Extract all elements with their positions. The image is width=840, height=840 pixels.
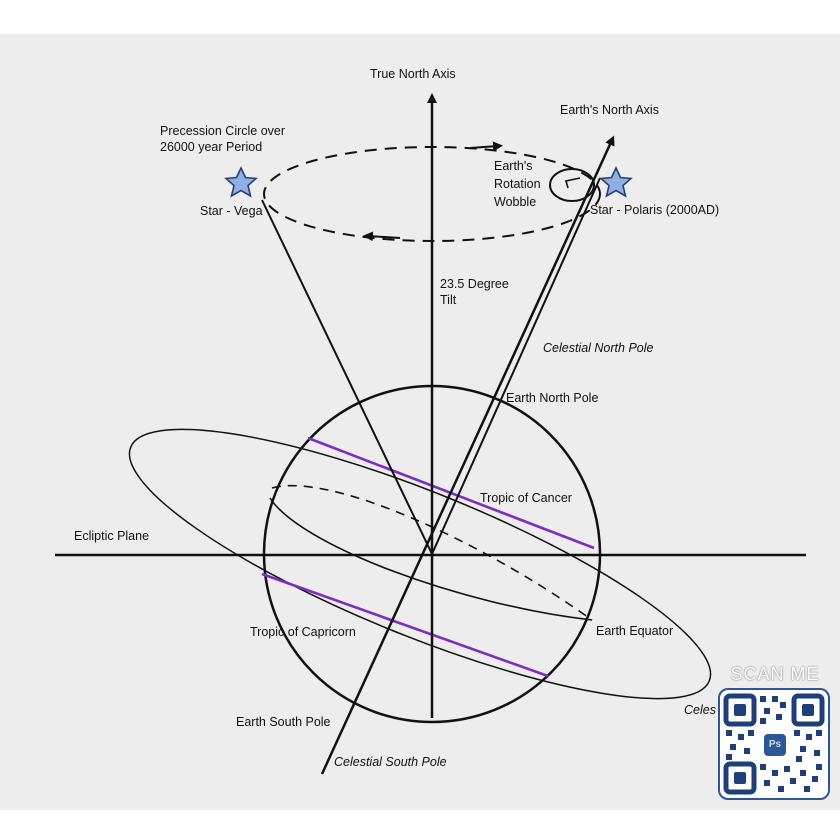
precession-circle [263, 146, 601, 242]
label-earth-south-pole: Earth South Pole [236, 715, 331, 729]
label-precession-1: Precession Circle over [160, 124, 285, 138]
qr-overlay[interactable]: SCAN ME [716, 664, 834, 804]
earth-tilted-axis [320, 135, 615, 775]
star-icon [224, 166, 258, 198]
cone-line-right [431, 177, 601, 555]
label-celestial-cut: Celes [684, 703, 716, 717]
label-star-vega: Star - Vega [200, 204, 263, 218]
wobble-arrow [564, 177, 581, 189]
precession-arrow-top [469, 141, 503, 152]
star-icon [599, 166, 633, 198]
precession-arrow-bottom [363, 231, 401, 242]
label-tropic-of-capricorn: Tropic of Capricorn [250, 625, 356, 639]
qr-caption: SCAN ME [730, 664, 820, 684]
tropic-capricorn-line [261, 572, 549, 678]
qr-center-badge: Ps [764, 734, 786, 756]
wobble-loop [549, 168, 595, 202]
ecliptic-ellipse [128, 428, 712, 700]
qr-pattern [723, 693, 825, 795]
label-tropic-of-cancer: Tropic of Cancer [480, 491, 572, 505]
label-wobble-2: Rotation [494, 177, 541, 191]
label-tilt-1: 23.5 Degree [440, 277, 509, 291]
label-wobble-1: Earth's [494, 159, 533, 173]
equator-back [271, 484, 593, 621]
label-ecliptic-plane: Ecliptic Plane [74, 529, 149, 543]
equator-front [269, 497, 593, 621]
label-star-polaris: Star - Polaris (2000AD) [590, 203, 719, 217]
label-earth-equator: Earth Equator [596, 624, 673, 638]
label-celestial-south-pole: Celestial South Pole [334, 755, 447, 769]
label-celestial-north-pole: Celestial North Pole [543, 341, 654, 355]
label-earth-north-pole: Earth North Pole [506, 391, 598, 405]
cone-line-left [261, 199, 433, 555]
label-precession-2: 26000 year Period [160, 140, 262, 154]
qr-code-icon[interactable]: Ps [718, 688, 830, 800]
paper-background [0, 34, 840, 810]
label-wobble-3: Wobble [494, 195, 536, 209]
label-tilt-2: Tilt [440, 293, 457, 307]
label-true-north-axis: True North Axis [370, 67, 456, 81]
label-earths-north-axis: Earth's North Axis [560, 103, 659, 117]
